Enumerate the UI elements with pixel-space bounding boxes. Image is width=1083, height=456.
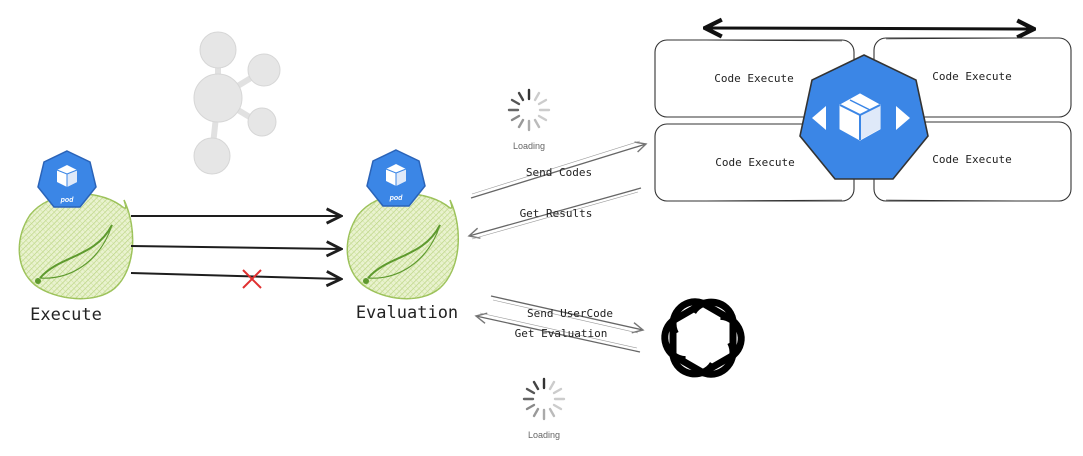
get-results-label: Get Results: [520, 207, 593, 220]
scale-arrow: [705, 28, 1034, 29]
request-arrow-3: [130, 273, 341, 279]
pod-badge-label: pod: [389, 195, 404, 202]
evaluation-cluster-edges: Send Codes Get Results: [469, 140, 646, 240]
get-evaluation-arrow: [476, 316, 641, 353]
execute-to-evaluation-arrows: [130, 216, 341, 289]
send-usercode-label: Send UserCode: [527, 307, 613, 320]
code-execute-label: Code Execute: [932, 70, 1011, 83]
kubernetes-pod-icon: pod: [37, 150, 97, 208]
send-usercode-arrow: [490, 295, 643, 330]
kubernetes-pod-icon: pod: [366, 149, 426, 207]
loading-spinner-top: Loading: [507, 88, 551, 151]
execute-label: Execute: [30, 305, 102, 325]
code-execute-label: Code Execute: [932, 153, 1011, 166]
code-execute-label: Code Execute: [714, 72, 793, 85]
evaluation-openai-edges: Send UserCode Get Evaluation: [476, 295, 643, 353]
pod-badge-label: pod: [60, 197, 75, 204]
code-execute-box-2: Code Execute: [873, 37, 1072, 118]
execute-node: pod Execute: [18, 150, 134, 325]
kubernetes-cluster: Code Execute Code Execute Code Execute C…: [654, 28, 1072, 202]
evaluation-label: Evaluation: [356, 303, 458, 323]
loading-spinner-bottom: Loading: [522, 377, 566, 440]
send-codes-arrow: [470, 144, 646, 199]
spring-leaf-icon: [18, 193, 134, 300]
x-mark-icon: [242, 269, 262, 289]
get-results-arrow: [469, 187, 642, 236]
network-graph-icon: [193, 31, 281, 175]
kubernetes-cluster-icon: [799, 54, 929, 180]
spring-leaf-icon: [346, 193, 459, 300]
openai-logo-icon: [661, 298, 745, 378]
evaluation-node: pod Evaluation: [346, 149, 459, 323]
code-execute-label: Code Execute: [715, 156, 794, 169]
request-arrow-2: [130, 246, 341, 249]
loading-spinner-icon: [522, 377, 566, 421]
loading-label-top: Loading: [513, 141, 545, 151]
loading-label-bottom: Loading: [528, 430, 560, 440]
get-evaluation-label: Get Evaluation: [515, 327, 608, 340]
send-codes-label: Send Codes: [526, 166, 592, 179]
code-execute-box-1: Code Execute: [654, 39, 855, 118]
loading-spinner-icon: [507, 88, 551, 132]
